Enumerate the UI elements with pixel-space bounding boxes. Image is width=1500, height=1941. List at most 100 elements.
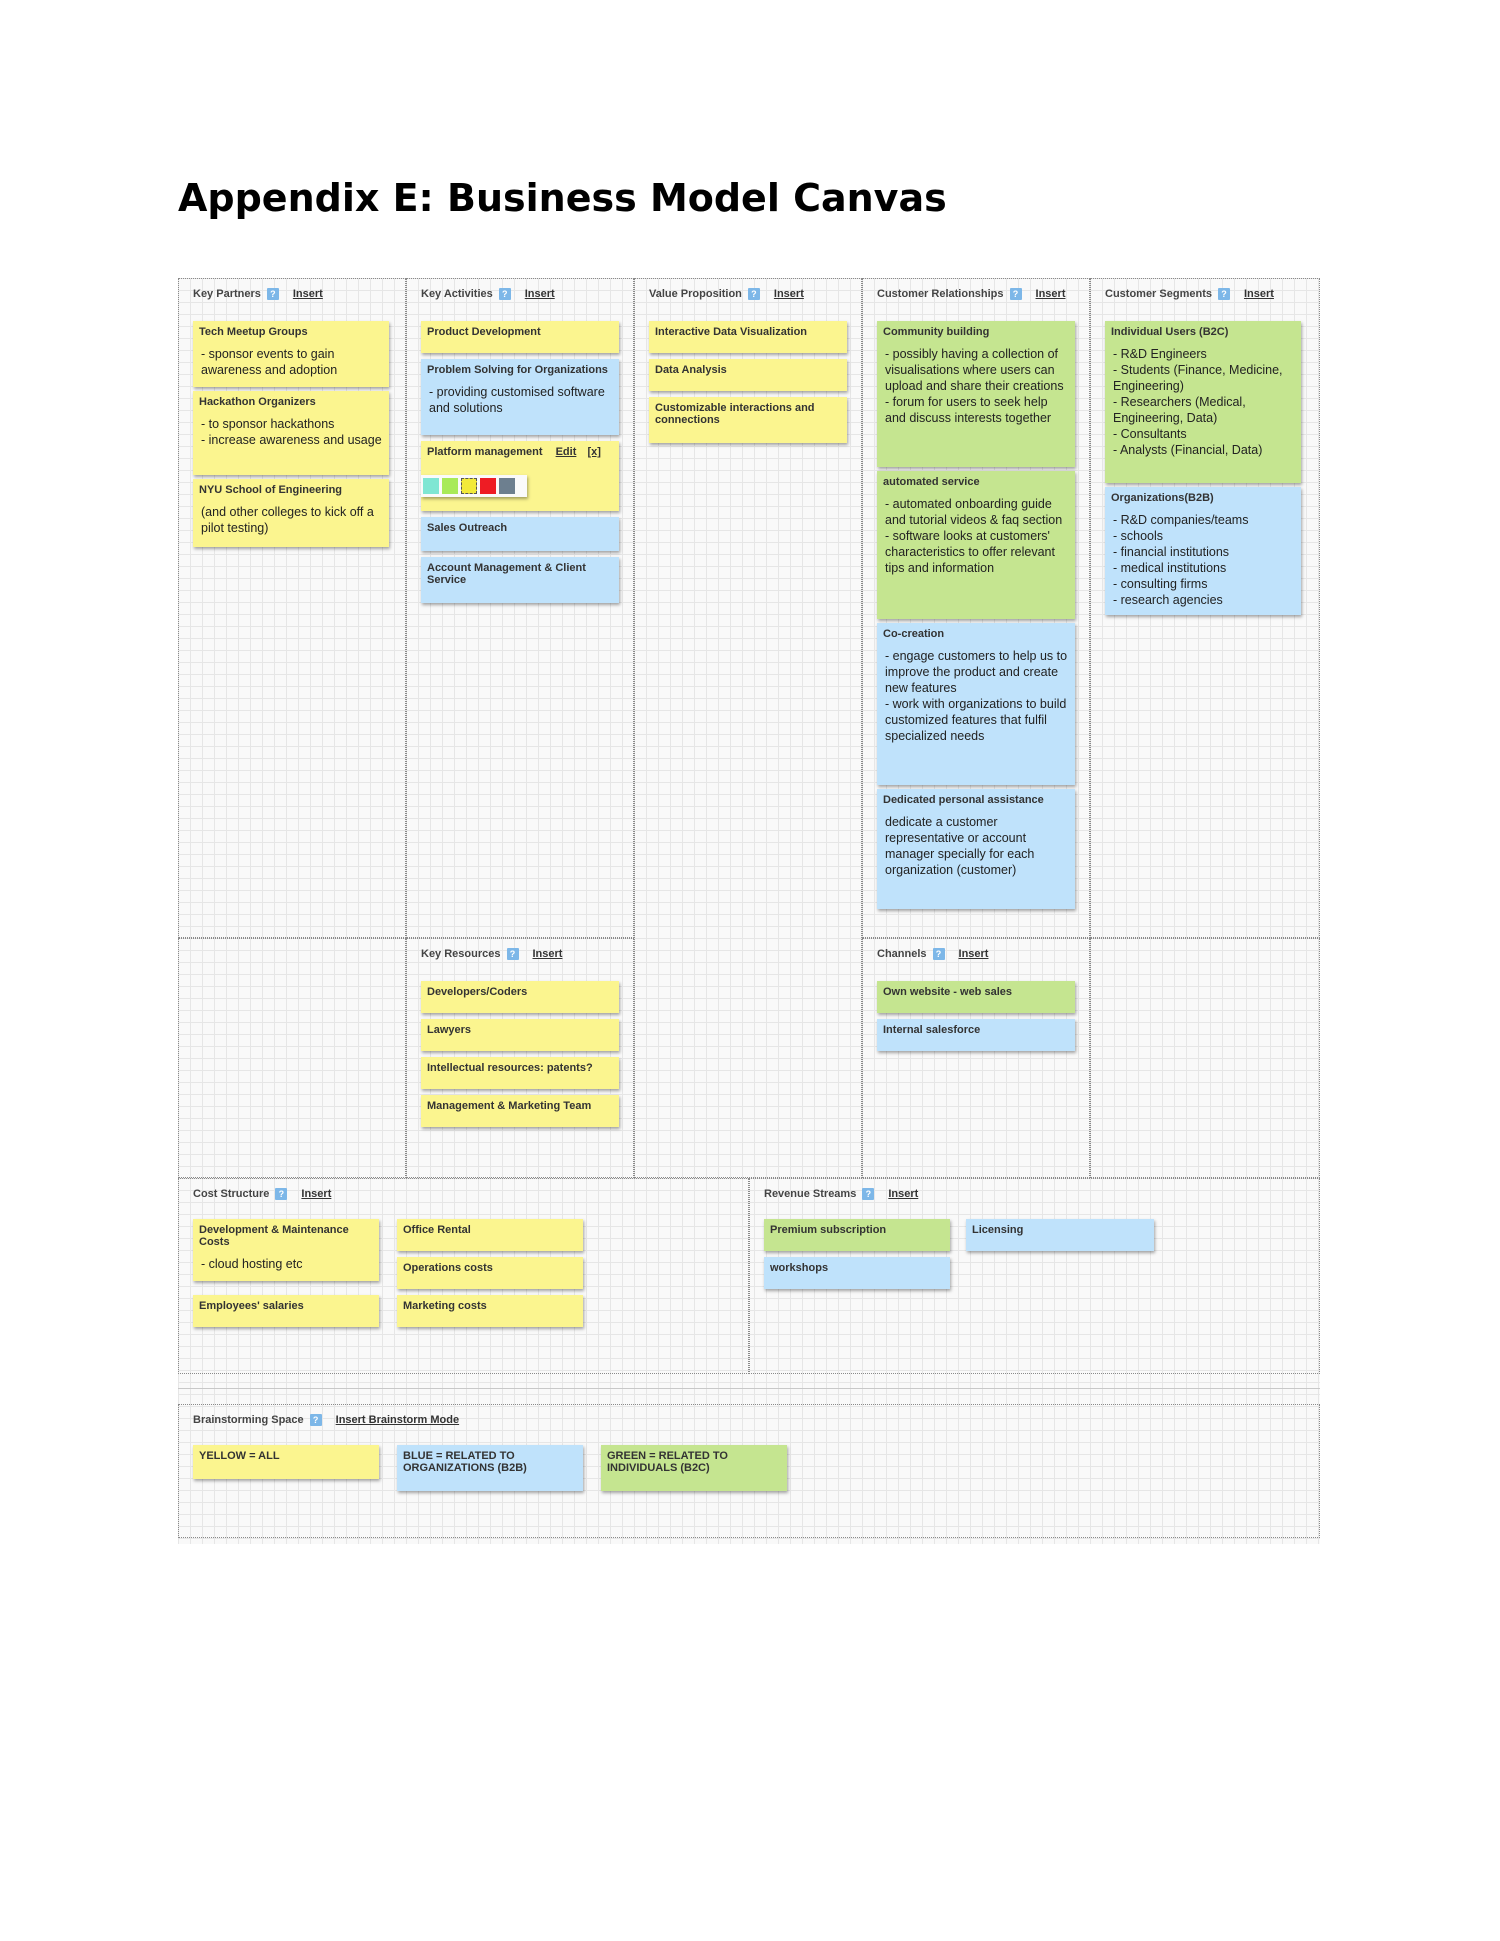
sticky-note[interactable]: automated service - automated onboarding… [877,471,1075,619]
help-icon[interactable]: ? [1217,288,1230,300]
sticky-note[interactable]: Problem Solving for Organizations - prov… [421,359,619,435]
sticky-note[interactable]: BLUE = RELATED TO ORGANIZATIONS (B2B) [397,1445,583,1491]
sticky-note[interactable]: Co-creation - engage customers to help u… [877,623,1075,785]
block-title: Cost Structure [193,1188,270,1200]
insert-link[interactable]: Insert [524,288,555,300]
help-icon[interactable]: ? [747,288,760,300]
help-icon[interactable]: ? [932,948,945,960]
insert-link[interactable]: Insert [958,948,989,960]
block-title: Customer Relationships [877,288,1004,300]
empty-cell [178,938,406,1178]
block-title: Revenue Streams [764,1188,857,1200]
note-title: Own website - web sales [883,986,1012,998]
key-activities-block: Key Activities ? Insert Product Developm… [406,278,634,938]
note-title: Intellectual resources: patents? [427,1062,593,1074]
swatch-red[interactable] [480,478,496,494]
sticky-note[interactable]: Interactive Data Visualization [649,321,847,353]
sticky-note[interactable]: Internal salesforce [877,1019,1075,1051]
help-icon[interactable]: ? [506,948,519,960]
note-title: Data Analysis [655,364,727,376]
block-title: Key Partners [193,288,261,300]
note-title: Management & Marketing Team [427,1100,592,1112]
business-model-canvas: Key Partners ? Insert Tech Meetup Groups… [178,278,1320,1544]
note-body: - providing customised software and solu… [429,385,605,415]
sticky-note[interactable]: Office Rental [397,1219,583,1251]
sticky-note[interactable]: Hackathon Organizers - to sponsor hackat… [193,391,389,475]
sticky-note[interactable]: Account Management & Client Service [421,557,619,603]
sticky-note[interactable]: Data Analysis [649,359,847,391]
sticky-note[interactable]: Customizable interactions and connection… [649,397,847,443]
sticky-note[interactable]: Lawyers [421,1019,619,1051]
sticky-note[interactable]: Community building - possibly having a c… [877,321,1075,467]
sticky-note[interactable]: Premium subscription [764,1219,950,1251]
note-body: - engage customers to help us to improve… [885,649,1068,743]
divider [178,1388,1320,1389]
note-title: Employees' salaries [199,1300,304,1312]
sticky-note[interactable]: Organizations(B2B) - R&D companies/teams… [1105,487,1301,615]
note-title: Internal salesforce [883,1024,981,1036]
block-title: Customer Segments [1105,288,1212,300]
sticky-note[interactable]: Intellectual resources: patents? [421,1057,619,1089]
sticky-note-platform-management[interactable]: Platform management Edit [x] [421,441,619,511]
close-link[interactable]: [x] [587,446,601,458]
sticky-note[interactable]: Product Development [421,321,619,353]
help-icon[interactable]: ? [309,1414,322,1426]
note-title: Interactive Data Visualization [655,326,808,338]
note-body: - R&D Engineers - Students (Finance, Med… [1113,347,1283,457]
insert-link[interactable]: Insert [1035,288,1066,300]
swatch-yellow[interactable] [461,478,477,494]
help-icon[interactable]: ? [862,1188,875,1200]
insert-link[interactable]: Insert [1243,288,1274,300]
value-proposition-block: Value Proposition ? Insert Interactive D… [634,278,862,1178]
swatch-green[interactable] [442,478,458,494]
note-title: Licensing [972,1224,1024,1236]
note-title: Customizable interactions and connection… [655,402,815,426]
block-title: Value Proposition [649,288,742,300]
sticky-note[interactable]: Development & Maintenance Costs - cloud … [193,1219,379,1281]
insert-brainstorm-mode-link[interactable]: Insert Brainstorm Mode [335,1414,460,1426]
note-title: Account Management & Client Service [427,562,586,586]
block-title: Key Resources [421,948,501,960]
note-title: Office Rental [403,1224,471,1236]
sticky-note[interactable]: Sales Outreach [421,517,619,551]
insert-link[interactable]: Insert [532,948,563,960]
sticky-note[interactable]: YELLOW = ALL [193,1445,379,1479]
customer-relationships-block: Customer Relationships ? Insert Communit… [862,278,1090,938]
sticky-note[interactable]: GREEN = RELATED TO INDIVIDUALS (B2C) [601,1445,787,1491]
sticky-note[interactable]: Tech Meetup Groups - sponsor events to g… [193,321,389,387]
insert-link[interactable]: Insert [301,1188,332,1200]
sticky-note[interactable]: Own website - web sales [877,981,1075,1013]
sticky-note[interactable]: Individual Users (B2C) - R&D Engineers -… [1105,321,1301,483]
customer-segments-block: Customer Segments ? Insert Individual Us… [1090,278,1320,938]
note-body: dedicate a customer representative or ac… [885,815,1035,877]
sticky-note[interactable]: Operations costs [397,1257,583,1289]
sticky-note[interactable]: workshops [764,1257,950,1289]
note-title: YELLOW = ALL [199,1450,280,1462]
note-title: NYU School of Engineering [199,484,343,496]
insert-link[interactable]: Insert [773,288,804,300]
sticky-note[interactable]: Marketing costs [397,1295,583,1327]
insert-link[interactable]: Insert [292,288,323,300]
help-icon[interactable]: ? [275,1188,288,1200]
swatch-gray[interactable] [499,478,515,494]
note-body: (and other colleges to kick off a pilot … [201,505,374,535]
help-icon[interactable]: ? [266,288,279,300]
key-resources-block: Key Resources ? Insert Developers/Coders… [406,938,634,1178]
note-body: - sponsor events to gain awareness and a… [201,347,338,377]
sticky-note[interactable]: Developers/Coders [421,981,619,1013]
swatch-teal[interactable] [423,478,439,494]
edit-link[interactable]: Edit [555,446,577,458]
note-title: GREEN = RELATED TO INDIVIDUALS (B2C) [607,1450,728,1474]
sticky-note[interactable]: Licensing [966,1219,1154,1251]
note-title: Hackathon Organizers [199,396,316,408]
insert-link[interactable]: Insert [888,1188,919,1200]
help-icon[interactable]: ? [498,288,511,300]
note-title: Premium subscription [770,1224,887,1236]
note-title: Organizations(B2B) [1111,492,1214,504]
note-title: Operations costs [403,1262,493,1274]
sticky-note[interactable]: NYU School of Engineering (and other col… [193,479,389,547]
sticky-note[interactable]: Management & Marketing Team [421,1095,619,1127]
sticky-note[interactable]: Dedicated personal assistance dedicate a… [877,789,1075,909]
help-icon[interactable]: ? [1009,288,1022,300]
sticky-note[interactable]: Employees' salaries [193,1295,379,1327]
